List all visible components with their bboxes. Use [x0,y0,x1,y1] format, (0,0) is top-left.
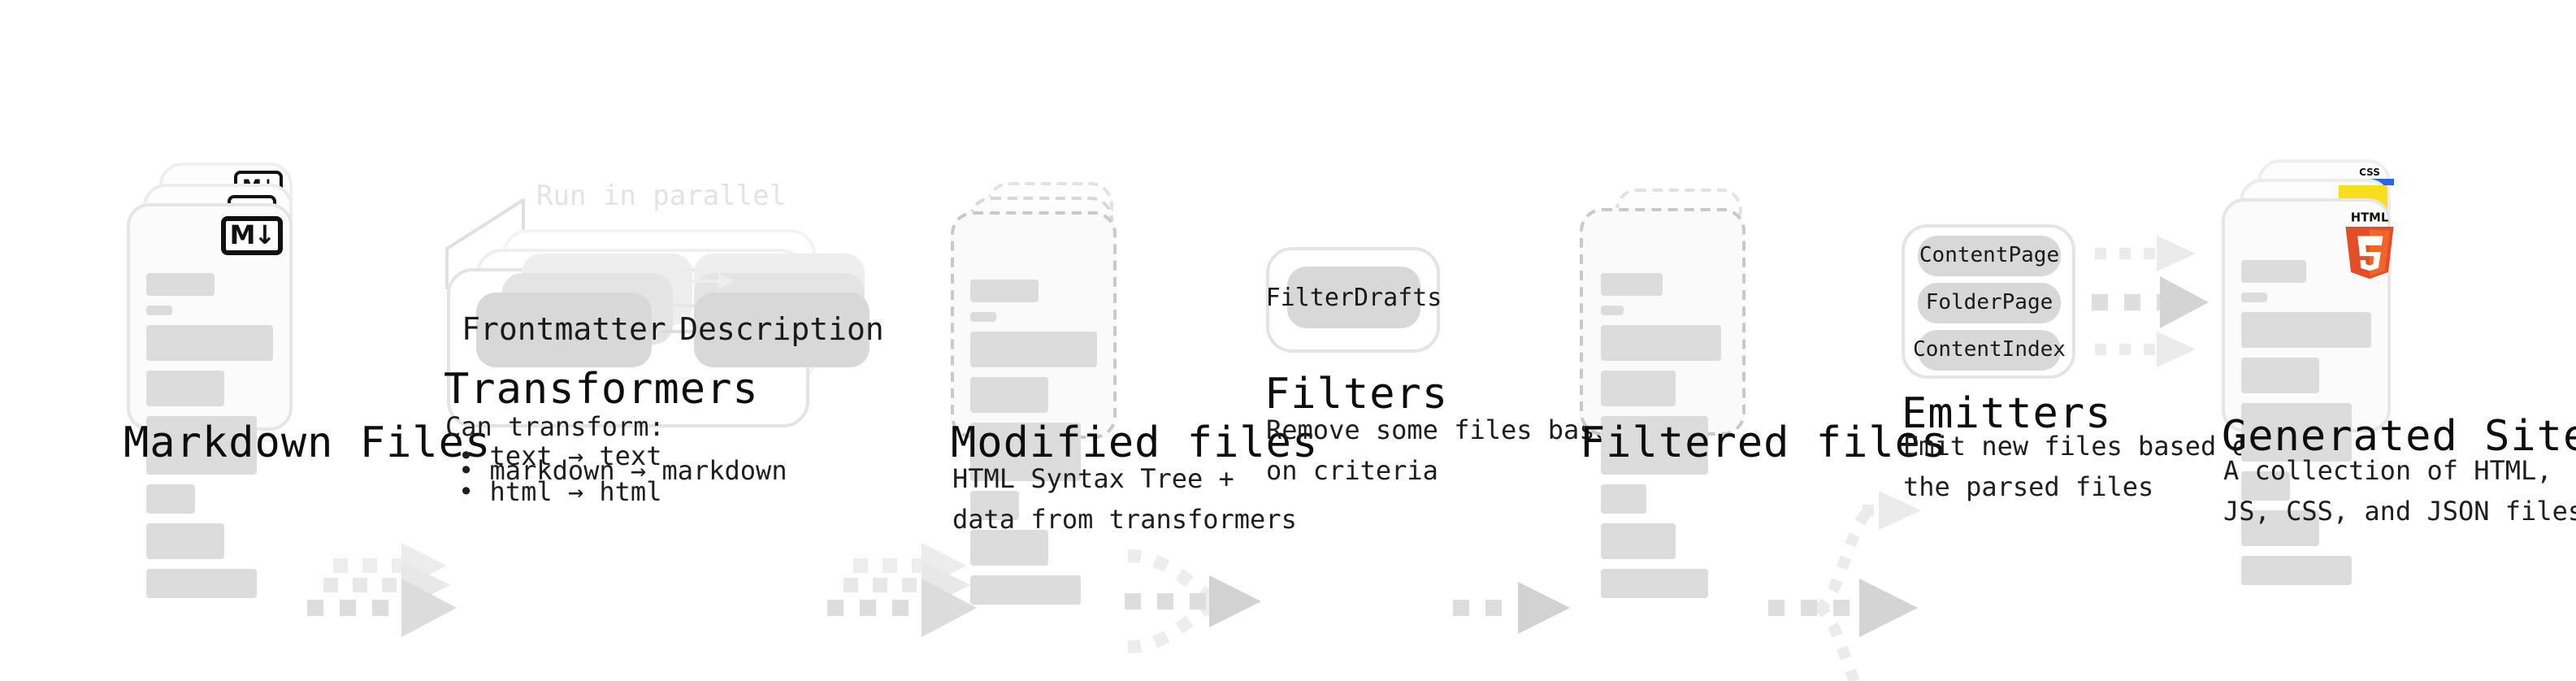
transformers-bullet-0: • text → text [458,440,662,471]
skeleton-bar [1601,273,1663,296]
stage-markdown-files: M↓ M↓ M↓ [127,163,452,598]
svg-text:HTML: HTML [2351,210,2389,224]
stage-title-filtered-files: Filtered files [1580,419,1948,468]
chip-contentindex[interactable]: ContentIndex [1913,330,2066,371]
skeleton-bar [970,575,1081,605]
run-in-parallel-bracket [445,198,525,289]
skeleton-bar [2241,556,2352,585]
chip-filterdrafts-label: FilterDrafts [1265,283,1442,312]
html5-icon: HTML [2345,210,2394,280]
connector-filters-to-filtered [1453,582,1570,634]
transformers-bullet-1: • markdown → markdown [458,455,787,486]
markdown-doc-stack: M↓ M↓ M↓ [127,163,452,598]
skeleton-bar [1601,569,1708,598]
chip-contentindex-label: ContentIndex [1913,338,2066,362]
stage-generated-site: CSS HTML [2222,159,2433,585]
generated-doc-stack: CSS HTML [2222,159,2433,585]
markdown-icon: M↓ [221,216,283,255]
stage-subtitle-modified-files: HTML Syntax Tree + data from transformer… [952,463,1297,535]
skeleton-bar [1601,416,1708,475]
connector-md-to-transformers [307,543,457,637]
stage-subtitle-generated-site: A collection of HTML, JS, CSS, and JSON … [2223,455,2576,527]
stage-modified-files [951,182,1146,605]
stage-title-filters: Filters [1264,371,1449,419]
skeleton-bar [146,371,224,406]
skeleton-bar [146,484,195,514]
transformers-bullet-2: • html → html [458,476,662,507]
chip-contentpage-label: ContentPage [1919,244,2060,268]
chip-folderpage-label: FolderPage [1925,291,2053,315]
skeleton-bar [2241,358,2319,393]
skeleton-bar [146,273,215,296]
skeleton-bar [970,530,1048,566]
skeleton-bar [146,306,172,315]
connector-modified-to-filters [1125,549,1261,653]
skeleton-bar [2241,471,2290,501]
stage-title-markdown-files: Markdown Files [124,419,492,468]
chip-contentpage[interactable]: ContentPage [1918,236,2061,276]
connector-emitters-to-site [2092,236,2209,367]
stage-filtered-files [1580,189,1775,598]
skeleton-bar [146,523,224,559]
skeleton-bar [1601,371,1676,406]
skeleton-bar [970,423,1081,481]
skeleton-bar [2241,510,2319,546]
chip-frontmatter[interactable]: Frontmatter [462,293,666,367]
run-in-parallel-label: Run in parallel [536,180,787,213]
skeleton-bar [2241,403,2352,462]
stage-title-emitters: Emitters [1902,390,2112,439]
skeleton-bar [146,569,257,598]
skeleton-bar [1601,325,1721,361]
stage-subtitle-emitters: Emit new files based on the parsed files [1903,431,2263,502]
chip-filterdrafts[interactable]: FilterDrafts [1266,267,1442,328]
skeleton-bar [970,280,1039,302]
connector-transformers-to-modified [827,543,977,637]
connector-filtered-to-emitters [1768,491,1921,681]
stage-title-generated-site: Generated Site [2222,413,2576,462]
markdown-icon-glyph: M↓ [229,219,276,250]
stage-title-modified-files: Modified files [951,419,1319,468]
skeleton-bar [970,491,1019,520]
chip-description[interactable]: Description [679,293,884,367]
skeleton-bar [1601,523,1676,559]
skeleton-bar [1601,484,1646,514]
skeleton-bar [146,416,257,475]
chip-folderpage[interactable]: FolderPage [1918,283,2061,323]
skeleton-bar [2241,260,2306,283]
modified-doc-stack [951,182,1146,605]
skeleton-bar [1601,306,1624,315]
filtered-doc-stack [1580,189,1775,598]
stage-subtitle-filters: Remove some files based on criteria [1266,414,1626,486]
skeleton-bar [970,332,1097,367]
chip-frontmatter-label: Frontmatter [462,312,666,348]
stage-title-transformers: Transformers [444,366,759,414]
skeleton-bar [970,312,996,322]
skeleton-bar [970,377,1048,413]
css-icon-label: CSS [2359,167,2380,179]
stage-subtitle-transformers: Can transform: [445,411,665,442]
skeleton-bar [2241,312,2371,348]
skeleton-bar [2241,293,2267,302]
skeleton-bar [146,325,273,361]
chip-description-label: Description [679,312,884,348]
